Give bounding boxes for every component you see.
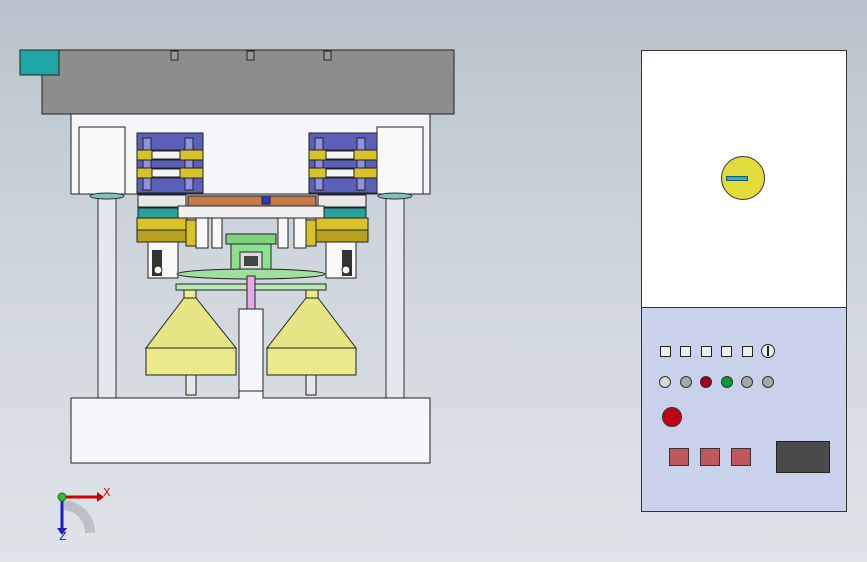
- rotary-switch[interactable]: [761, 344, 775, 358]
- lamp-3: [700, 376, 712, 388]
- lamp-1: [659, 376, 671, 388]
- upper-frame-left-pocket: [78, 126, 126, 195]
- emergency-stop-button[interactable]: [662, 407, 682, 427]
- top-plate-slot-3: [323, 50, 332, 61]
- right-hopper: [265, 289, 358, 396]
- panel-switch-1[interactable]: [660, 346, 671, 357]
- cyan-block: [19, 49, 60, 76]
- lamp-2: [680, 376, 692, 388]
- panel-switch-5[interactable]: [742, 346, 753, 357]
- center-post: [238, 308, 264, 392]
- panel-button-3[interactable]: [731, 448, 751, 466]
- central-mechanism: [175, 195, 327, 311]
- top-plate: [41, 49, 455, 115]
- right-column-collar: [377, 192, 413, 200]
- lamp-4: [721, 376, 733, 388]
- right-gripper-unit: [308, 132, 378, 279]
- axis-x-label: X: [103, 486, 111, 499]
- axis-z-label: Z: [59, 530, 67, 543]
- panel-switch-3[interactable]: [701, 346, 712, 357]
- left-column-collar: [89, 192, 125, 200]
- dial-pointer-icon: [726, 176, 748, 181]
- panel-button-2[interactable]: [700, 448, 720, 466]
- panel-switch-4[interactable]: [721, 346, 732, 357]
- upper-frame-right-pocket: [376, 126, 424, 195]
- lamp-5: [741, 376, 753, 388]
- left-gripper-unit: [136, 132, 204, 279]
- left-hopper: [144, 289, 238, 396]
- selector-dial[interactable]: [721, 156, 765, 200]
- panel-button-1[interactable]: [669, 448, 689, 466]
- base-block: [70, 390, 431, 464]
- panel-display: [776, 441, 830, 473]
- rotary-switch-indicator-icon: [767, 346, 769, 356]
- panel-switch-2[interactable]: [680, 346, 691, 357]
- top-plate-slot-2: [246, 50, 255, 61]
- lamp-6: [762, 376, 774, 388]
- top-plate-slot-1: [170, 50, 179, 61]
- control-panel: [641, 50, 847, 512]
